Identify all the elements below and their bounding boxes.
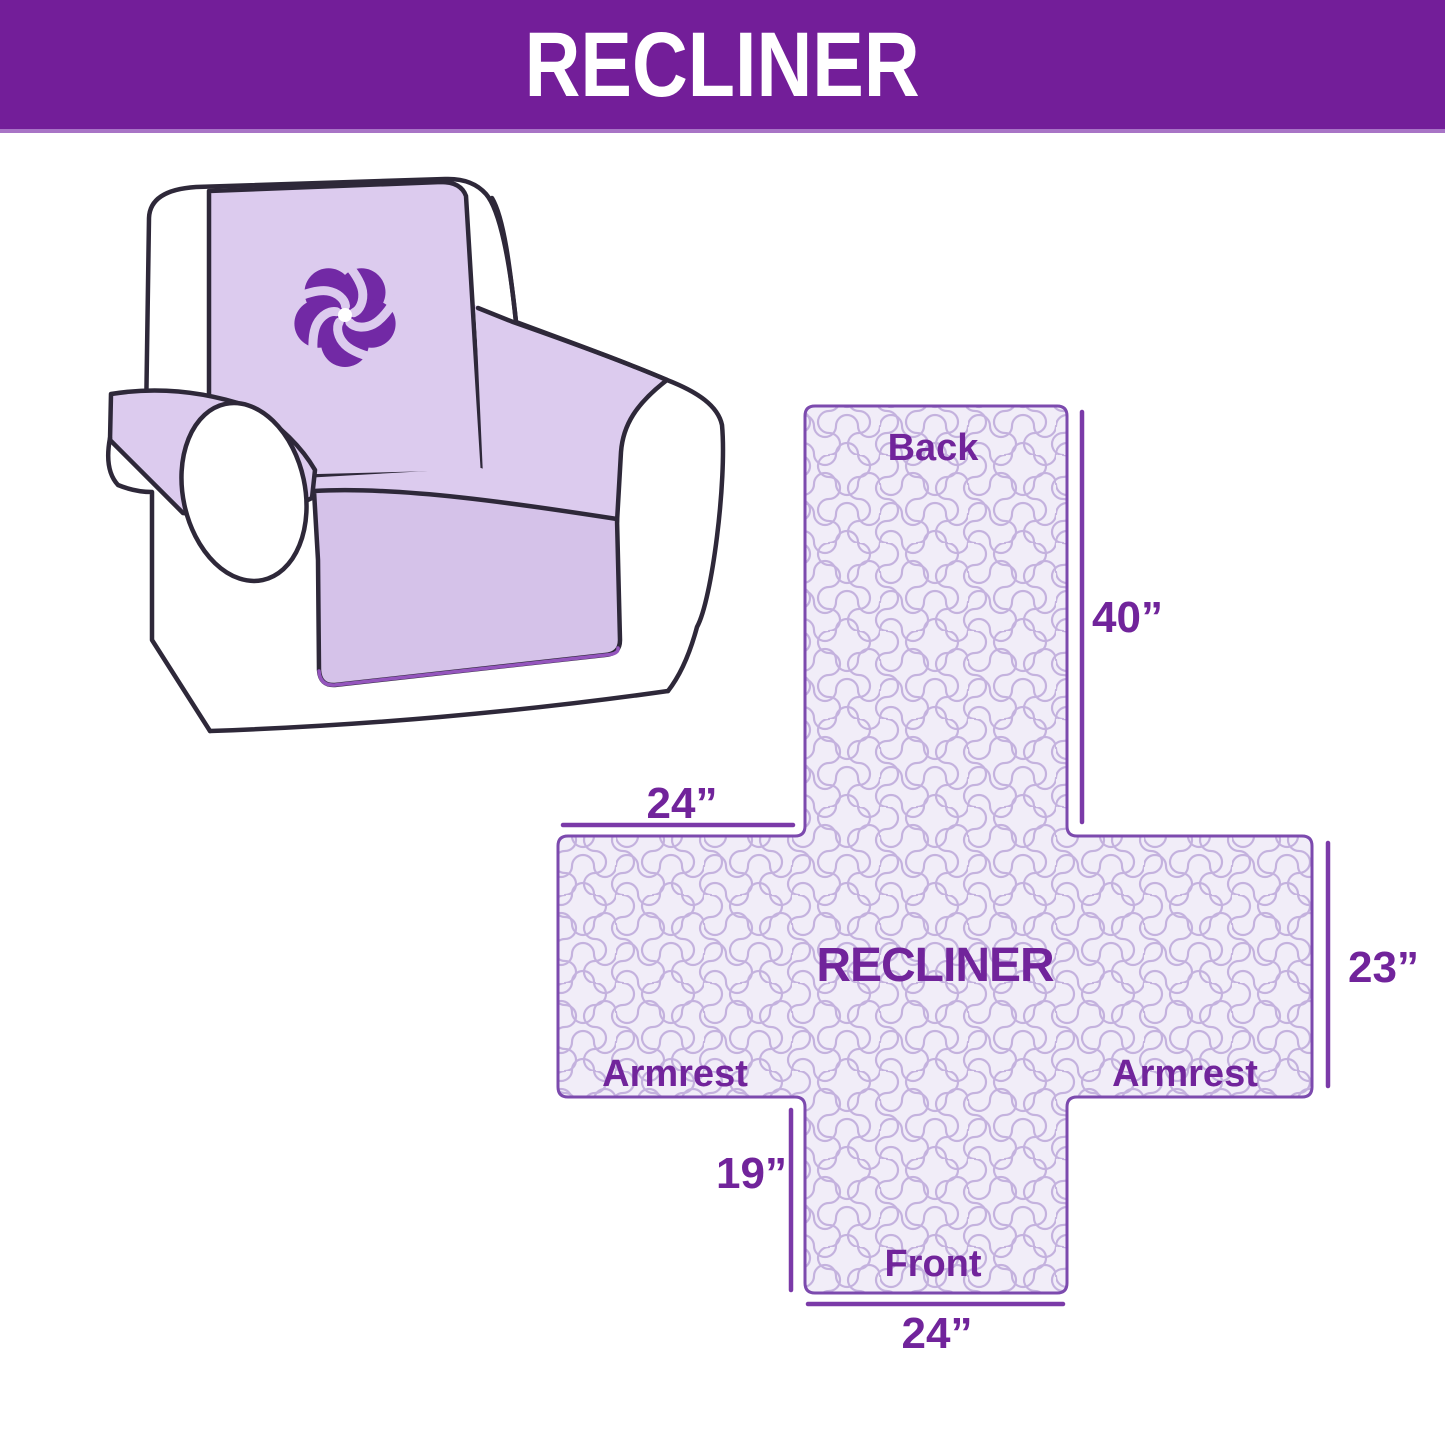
chair-bottom-edge bbox=[207, 688, 671, 734]
chair-skirt-hem bbox=[317, 646, 620, 687]
dim-label-front-width: 24” bbox=[902, 1309, 973, 1358]
diagram-label-front: Front bbox=[884, 1243, 981, 1285]
diagram-label-armrest-left: Armrest bbox=[602, 1053, 748, 1095]
cover-layout-diagram: Back Armrest Armrest Front RECLINER 40” … bbox=[556, 404, 1419, 1358]
dim-label-back-length: 40” bbox=[1092, 593, 1163, 642]
pinwheel-icon bbox=[290, 257, 400, 367]
chair-illustration bbox=[106, 176, 726, 734]
chair-left-base bbox=[106, 435, 213, 734]
diagram-label-armrest-right: Armrest bbox=[1112, 1053, 1258, 1095]
diagram-center-label: RECLINER bbox=[816, 939, 1054, 992]
diagram-label-back: Back bbox=[888, 427, 980, 469]
dim-label-armrest-length: 23” bbox=[1348, 943, 1419, 992]
chair-right-silhouette bbox=[489, 195, 726, 694]
cover-cross-texture-layer2 bbox=[556, 404, 1314, 1295]
page-title: RECLINER bbox=[524, 13, 921, 116]
dim-label-front-length: 19” bbox=[716, 1149, 787, 1198]
chair-front-skirt bbox=[311, 487, 623, 688]
dim-label-back-width: 24” bbox=[647, 779, 718, 828]
chair-left-arm-roll bbox=[179, 400, 309, 584]
header-banner: RECLINER bbox=[0, 0, 1445, 133]
